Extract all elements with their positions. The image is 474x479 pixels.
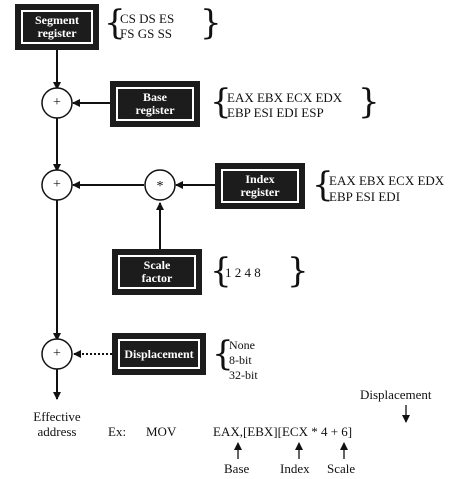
example-operands: EAX,[EBX][ECX * 4 + 6]	[213, 424, 353, 439]
base-register-box: Base register	[110, 81, 200, 127]
index-options-brace: {	[312, 165, 334, 205]
effective-address-line-2: address	[37, 424, 77, 439]
displacement-option-8bit: 8-bit	[229, 353, 252, 367]
add-symbol-1: +	[53, 95, 61, 110]
adder-circle-3	[41, 338, 73, 370]
segment-options-brace: {	[104, 3, 126, 43]
base-register-label-2: register	[135, 103, 175, 117]
index-options-line-2: EBP ESI EDI	[329, 189, 401, 204]
scale-factor-box: Scale factor	[112, 249, 202, 295]
base-options-line-2: EBP ESI EDI ESP	[227, 105, 324, 120]
displacement-option-32bit: 32-bit	[229, 368, 258, 382]
segment-options-line-1: CS DS ES	[120, 11, 175, 26]
segment-register-label-2: register	[37, 26, 77, 40]
example-base-label: Base	[224, 461, 250, 476]
base-register-label-1: Base	[143, 90, 167, 104]
example-index-label: Index	[280, 461, 310, 476]
index-register-label-1: Index	[245, 172, 275, 186]
base-options-line-1: EAX EBX ECX EDX	[227, 90, 343, 105]
add-symbol-3: +	[53, 346, 61, 361]
effective-address-line-1: Effective	[33, 409, 81, 424]
displacement-options-brace: {	[212, 334, 234, 374]
example-prefix: Ex:	[108, 424, 127, 439]
index-register-label-2: register	[240, 185, 280, 199]
scale-options-brace: {	[210, 251, 232, 291]
base-options-brace: {	[210, 82, 232, 122]
add-symbol-2: +	[53, 177, 61, 192]
base-options-brace-close: }	[358, 82, 380, 122]
multiplier-circle	[144, 169, 176, 201]
scale-factor-label-1: Scale	[143, 258, 171, 272]
example-displacement-label: Displacement	[360, 387, 432, 402]
adder-circle-1	[41, 87, 73, 119]
index-options-line-1: EAX EBX ECX EDX	[329, 173, 445, 188]
segment-register-box: Segment register	[15, 4, 99, 50]
displacement-label: Displacement	[124, 346, 194, 361]
scale-options: 1 2 4 8	[225, 265, 261, 280]
scale-factor-label-2: factor	[141, 271, 173, 285]
example-mnemonic: MOV	[146, 424, 177, 439]
segment-options-line-2: FS GS SS	[120, 26, 173, 41]
example-scale-label: Scale	[327, 461, 356, 476]
index-register-box: Index register	[215, 163, 305, 209]
adder-circle-2	[41, 169, 73, 201]
displacement-option-none: None	[229, 338, 255, 352]
multiply-symbol: *	[156, 179, 164, 194]
scale-options-brace-close: }	[287, 251, 309, 291]
segment-options-brace-close: }	[200, 3, 222, 43]
displacement-box: Displacement	[112, 333, 206, 375]
segment-register-label-1: Segment	[35, 13, 79, 27]
